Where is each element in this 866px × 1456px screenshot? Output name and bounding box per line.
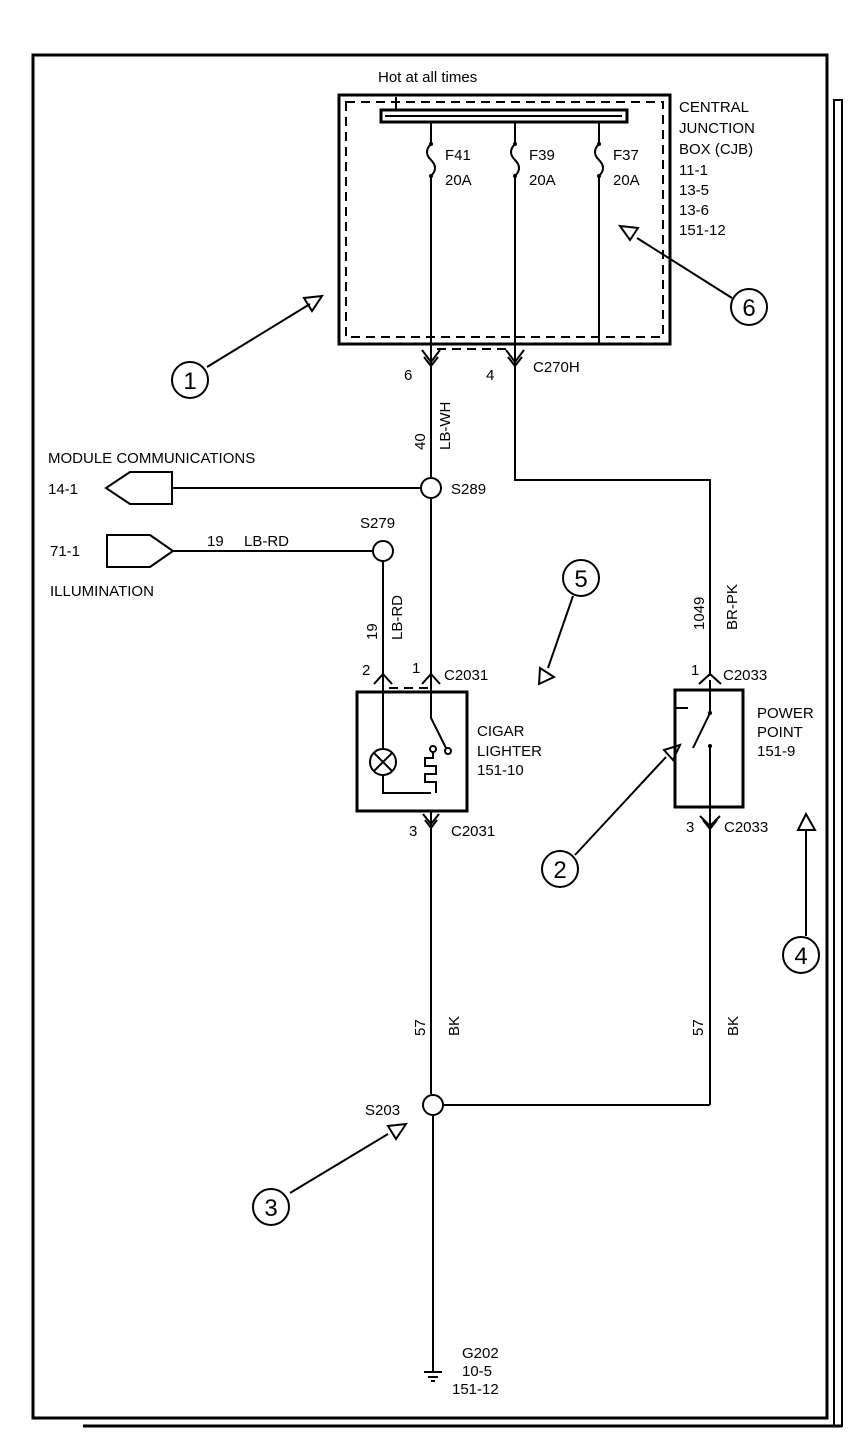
cjb-dashed-boundary <box>345 101 664 338</box>
wire-57-right-circuit: 57 <box>690 1019 707 1036</box>
page-frame <box>31 53 829 1420</box>
cjb-outline <box>337 93 672 346</box>
wire-19-h-circuit: 19 <box>207 533 224 550</box>
cigar-c2031-top: C2031 <box>444 667 488 684</box>
module-comm-label: MODULE COMMUNICATIONS <box>48 450 255 467</box>
cjb-ref: 13-6 <box>679 202 709 219</box>
wire-1049-circuit: 1049 <box>691 597 708 630</box>
splice-s289 <box>420 477 442 499</box>
fuse-f39-id: F39 <box>529 147 555 164</box>
module-comm-ref-arrow <box>104 471 173 505</box>
heating-element-icon <box>424 752 437 793</box>
wire-57-right-color: BK <box>725 1016 742 1036</box>
cjb-ref: 13-5 <box>679 182 709 199</box>
cigar-pin-1: 1 <box>412 660 420 677</box>
wire-19-v-color: LB-RD <box>389 595 406 640</box>
illumination-label: ILLUMINATION <box>50 583 154 600</box>
fuse-f41-id: F41 <box>445 147 471 164</box>
wire-19-h-color: LB-RD <box>244 533 289 550</box>
fuse-f39-rating: 20A <box>529 172 556 189</box>
wire-1049-color: BR-PK <box>724 584 741 630</box>
s203-label: S203 <box>365 1102 400 1119</box>
central-junction-box: Hot at all times F41 20A F39 20A F37 20A… <box>337 69 755 365</box>
fuse-f41-rating: 20A <box>445 172 472 189</box>
cjb-title: CENTRAL JUNCTION BOX (CJB) 11-1 13-5 13-… <box>679 99 755 239</box>
wire-40-circuit: 40 <box>412 433 429 450</box>
ground-ref: 10-5 <box>462 1363 492 1380</box>
cigar-lighter-ref: 151-10 <box>477 762 524 779</box>
cjb-title-line: CENTRAL <box>679 99 749 116</box>
cigar-switch <box>430 680 447 749</box>
cigar-lighter-name: LIGHTER <box>477 743 542 760</box>
ground-ref: 151-12 <box>452 1381 499 1398</box>
callout-number: 5 <box>574 566 587 593</box>
cjb-title-line: JUNCTION <box>679 120 755 137</box>
splice-s279 <box>372 540 394 562</box>
power-pin-3: 3 <box>686 819 694 836</box>
pin-4: 4 <box>486 367 494 384</box>
power-c2033-bottom: C2033 <box>724 819 768 836</box>
wire-57-left-circuit: 57 <box>412 1019 429 1036</box>
power-point: 1 C2033 3 C2033 POWER POINT 151-9 <box>673 662 814 1105</box>
cigar-lighter: 2 1 C2031 3 C2031 CIGAR LIGHTER 151-10 <box>355 660 542 1094</box>
callout-number: 1 <box>183 368 196 395</box>
c270h-label: C270H <box>533 359 580 376</box>
callout-number: 2 <box>553 857 566 884</box>
s279-label: S279 <box>360 515 395 532</box>
connector-c270h: 6 4 C270H <box>404 348 580 384</box>
power-pin-1: 1 <box>691 662 699 679</box>
callout-1: 1 <box>171 294 325 399</box>
wire-1049 <box>514 365 711 676</box>
fuse-f39: F39 20A <box>510 122 556 365</box>
cigar-lighter-name: CIGAR <box>477 723 525 740</box>
callout-number: 6 <box>742 295 755 322</box>
cigar-c2031-bottom: C2031 <box>451 823 495 840</box>
cigar-pin-2: 2 <box>362 662 370 679</box>
fuse-f41: F41 20A <box>426 122 472 365</box>
fuse-f37-id: F37 <box>613 147 639 164</box>
cjb-hot-label: Hot at all times <box>378 69 477 86</box>
page-shadow-right <box>833 99 843 1427</box>
illumination-page: 71-1 <box>50 543 80 560</box>
fuse-f37-rating: 20A <box>613 172 640 189</box>
callout-3: 3 <box>252 1122 409 1226</box>
cigar-pin-3: 3 <box>409 823 417 840</box>
fuse-f37: F37 20A <box>594 122 640 343</box>
callout-4: 4 <box>782 811 820 974</box>
module-comm-page: 14-1 <box>48 481 78 498</box>
illumination-ref-arrow <box>106 534 175 568</box>
power-c2033-top: C2033 <box>723 667 767 684</box>
power-point-name: POINT <box>757 724 803 741</box>
cigar-lighter-body <box>355 690 469 813</box>
splice-s203 <box>422 1094 444 1116</box>
callout-number: 3 <box>264 1195 277 1222</box>
ground-g202: G202 <box>462 1345 499 1362</box>
cjb-ref: 151-12 <box>679 222 726 239</box>
wire-40-color: LB-WH <box>437 402 454 450</box>
callout-number: 4 <box>794 943 807 970</box>
power-point-ref: 151-9 <box>757 743 795 760</box>
cjb-ref: 11-1 <box>679 162 708 179</box>
callout-6: 6 <box>617 224 768 326</box>
ground-icon <box>424 1371 442 1382</box>
wire-19-v-circuit: 19 <box>364 623 381 640</box>
s289-label: S289 <box>451 481 486 498</box>
callout-2: 2 <box>541 743 682 888</box>
pin-6: 6 <box>404 367 412 384</box>
wire-57-left-color: BK <box>446 1016 463 1036</box>
cjb-title-line: BOX (CJB) <box>679 141 753 158</box>
power-point-name: POWER <box>757 705 814 722</box>
callout-5: 5 <box>537 559 600 686</box>
